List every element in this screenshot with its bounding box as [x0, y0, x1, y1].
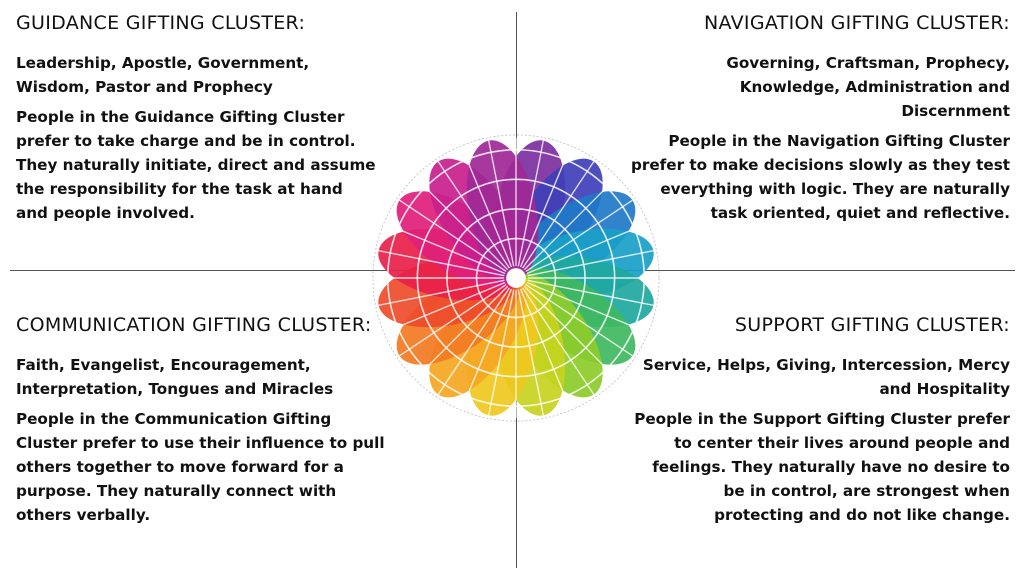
grid-spoke	[399, 199, 507, 272]
grid-spoke	[386, 223, 506, 275]
guidance-gifts: Leadership, Apostle, Government, Wisdom,…	[16, 54, 310, 96]
petal-grid	[375, 137, 657, 419]
grid-spoke	[461, 288, 513, 408]
communication-description: People in the Communication Gifting Clus…	[16, 410, 385, 524]
grid-spoke	[517, 140, 545, 267]
grid-spoke	[437, 161, 510, 269]
grid-spoke	[523, 285, 616, 378]
guidance-cluster: GUIDANCE GIFTING CLUSTER: Leadership, Ap…	[16, 10, 376, 231]
grid-spoke	[416, 178, 509, 271]
grid-spoke	[522, 287, 595, 395]
navigation-description: People in the Navigation Gifting Cluster…	[631, 132, 1010, 222]
guidance-description: People in the Guidance Gifting Cluster p…	[16, 108, 376, 222]
grid-spoke	[461, 148, 513, 268]
support-gifts: Service, Helps, Giving, Intercession, Me…	[642, 356, 1010, 398]
grid-spoke	[487, 289, 515, 416]
navigation-title: NAVIGATION GIFTING CLUSTER:	[704, 12, 1010, 34]
center-hub	[506, 268, 526, 288]
grid-spoke	[487, 140, 515, 267]
grid-spoke	[416, 285, 509, 378]
guidance-title: GUIDANCE GIFTING CLUSTER:	[16, 12, 306, 34]
grid-spoke	[527, 249, 654, 277]
navigation-cluster: NAVIGATION GIFTING CLUSTER: Governing, C…	[630, 10, 1010, 231]
grid-spoke	[526, 281, 646, 333]
grid-spoke	[526, 223, 646, 275]
grid-spoke	[386, 281, 506, 333]
support-cluster: SUPPORT GIFTING CLUSTER: Service, Helps,…	[630, 312, 1010, 533]
communication-cluster: COMMUNICATION GIFTING CLUSTER: Faith, Ev…	[16, 312, 386, 533]
grid-spoke	[399, 284, 507, 357]
grid-spoke	[519, 288, 571, 408]
support-description: People in the Support Gifting Cluster pr…	[634, 410, 1010, 524]
communication-gifts: Faith, Evangelist, Encouragement, Interp…	[16, 356, 334, 398]
grid-spoke	[378, 249, 505, 277]
grid-spoke	[437, 287, 510, 395]
grid-spoke	[523, 178, 616, 271]
grid-spoke	[517, 289, 545, 416]
grid-spoke	[527, 279, 654, 307]
grid-spoke	[525, 284, 633, 357]
grid-spoke	[519, 148, 571, 268]
support-title: SUPPORT GIFTING CLUSTER:	[734, 314, 1010, 336]
navigation-gifts: Governing, Craftsman, Prophecy, Knowledg…	[726, 54, 1010, 120]
grid-spoke	[378, 279, 505, 307]
communication-title: COMMUNICATION GIFTING CLUSTER:	[16, 314, 372, 336]
grid-spoke	[522, 161, 595, 269]
gifting-flower-graphic	[372, 134, 660, 422]
grid-spoke	[525, 199, 633, 272]
